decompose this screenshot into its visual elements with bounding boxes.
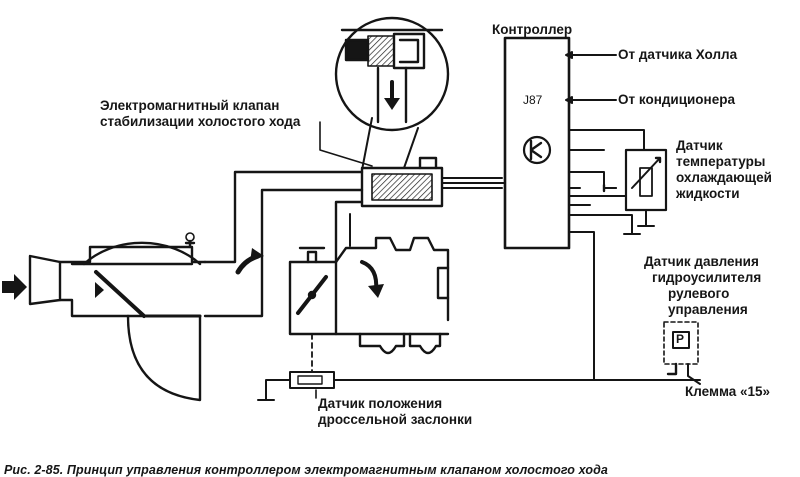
terminal-15-label: Клемма «15»	[685, 384, 771, 399]
throttle-position-sensor	[257, 333, 595, 401]
power-steering-label-line3: рулевого	[668, 286, 730, 301]
controller-wiring	[441, 51, 701, 381]
power-steering-label-line2: гидроусилителя	[652, 270, 762, 285]
air-flow-arrow-icon	[2, 274, 27, 300]
figure-caption: Рис. 2-85. Принцип управления контроллер…	[4, 462, 608, 477]
duct-arrow-icon	[250, 248, 264, 262]
idle-valve-label-line2: стабилизации холостого хода	[100, 114, 301, 129]
bypass-arrow-icon	[368, 284, 384, 298]
idle-valve-label-line1: Электромагнитный клапан	[100, 98, 280, 113]
air-intake	[2, 254, 62, 306]
down-arrow-icon	[384, 98, 400, 110]
controller-code: J87	[523, 93, 543, 107]
power-steering-label-line1: Датчик давления	[644, 254, 759, 269]
controller-box	[503, 36, 571, 250]
controller-label: Контроллер	[492, 22, 573, 37]
flow-arrow-icon	[95, 282, 104, 298]
coolant-temperature-sensor	[602, 148, 668, 227]
leader-lines	[315, 121, 373, 399]
idle-air-control-valve	[360, 156, 503, 208]
hall-sensor-label: От датчика Холла	[618, 47, 738, 62]
valve-detail-magnifier	[334, 16, 450, 171]
idle-valve-label: Электромагнитный клапан стабилизации хол…	[100, 98, 300, 130]
throttle-body	[288, 246, 338, 336]
intake-duct	[203, 170, 364, 318]
coolant-sensor-label-line1: Датчик	[676, 138, 723, 153]
coolant-sensor-label-line2: температуры	[676, 154, 766, 169]
air-conditioner-label: От кондиционера	[618, 92, 735, 107]
intake-manifold	[334, 200, 450, 355]
power-steering-pressure-switch	[663, 321, 701, 385]
power-steering-label-line4: управления	[668, 302, 748, 317]
power-steering-sensor-label: Датчик давления гидроусилителя рулевого …	[644, 254, 761, 318]
pressure-symbol: P	[676, 332, 685, 346]
throttle-sensor-label: Датчик положения дроссельной заслонки	[318, 396, 472, 428]
throttle-sensor-label-line2: дроссельной заслонки	[318, 412, 473, 427]
coolant-sensor-label: Датчик температуры охлаждающей жидкости	[676, 138, 772, 202]
coolant-sensor-label-line3: охлаждающей	[676, 170, 772, 185]
air-flow-meter	[58, 232, 207, 402]
throttle-sensor-label-line1: Датчик положения	[318, 396, 443, 411]
coolant-sensor-label-line4: жидкости	[676, 186, 740, 201]
